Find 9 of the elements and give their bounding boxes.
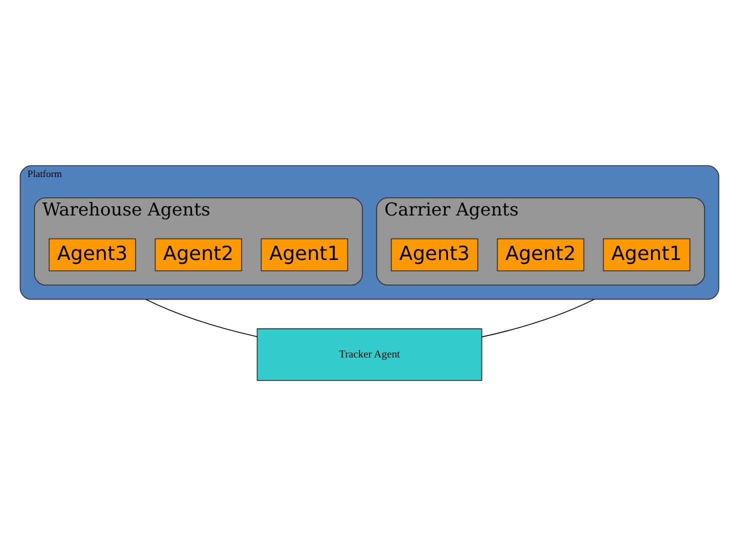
- connector: [481, 298, 594, 338]
- node-box: Tracker Agent: [256, 328, 482, 381]
- node-box: Agent2: [154, 238, 242, 272]
- connector: [145, 298, 258, 338]
- node-box: Agent3: [48, 238, 136, 272]
- node-box: Agent1: [602, 238, 690, 272]
- node-box: Agent3: [390, 238, 478, 272]
- node-box: Agent1: [260, 238, 348, 272]
- node-box: Agent2: [496, 238, 584, 272]
